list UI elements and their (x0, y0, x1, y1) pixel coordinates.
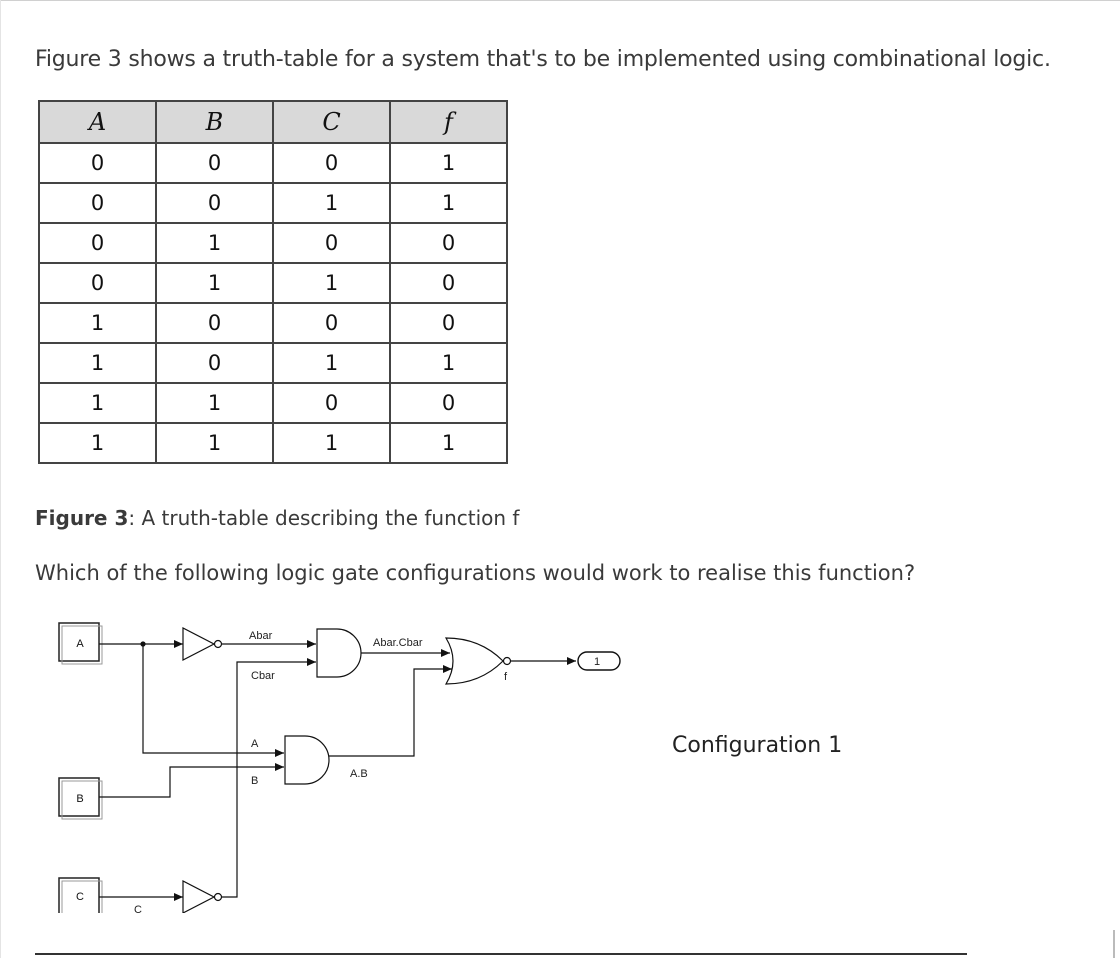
wire-cbar (222, 658, 316, 898)
label-ab: A.B (350, 768, 368, 780)
cell-f: 0 (389, 302, 508, 344)
figure-caption: Figure 3: A truth-table describing the f… (35, 506, 519, 530)
wire-b (99, 763, 284, 798)
cell-f: 1 (389, 142, 508, 184)
left-rule (0, 0, 1, 958)
label-a-signal: A (251, 738, 259, 750)
label-c-signal: C (134, 904, 142, 913)
cell-a: 0 (38, 262, 157, 304)
table-row: 0 0 1 1 (38, 182, 508, 224)
input-block-c: C (58, 877, 103, 913)
cell-b: 0 (155, 182, 274, 224)
top-rule (0, 0, 1120, 1)
cell-f: 1 (389, 182, 508, 224)
configuration-label: Configuration 1 (672, 733, 843, 758)
cell-b: 0 (155, 342, 274, 384)
cell-b: 1 (155, 262, 274, 304)
input-c-label: C (76, 891, 84, 903)
truth-table: A B C f 0 0 0 1 0 0 1 1 0 1 0 0 0 1 1 0 (38, 100, 508, 464)
header-c: C (272, 100, 391, 144)
cell-c: 0 (272, 222, 391, 264)
cell-c: 1 (272, 182, 391, 224)
table-row: 1 1 0 0 (38, 382, 508, 424)
wire-a-to-and2 (142, 644, 284, 757)
input-block-a: A (58, 622, 103, 665)
label-b-signal: B (251, 775, 258, 787)
label-abar: Abar (249, 630, 273, 642)
cell-a: 0 (38, 142, 157, 184)
not-gate-a (182, 627, 216, 661)
wire-ab (329, 665, 452, 757)
intro-text: Figure 3 shows a truth-table for a syste… (35, 47, 1051, 72)
cell-a: 1 (38, 382, 157, 424)
table-row: 1 0 1 1 (38, 342, 508, 384)
truth-table-header-row: A B C f (38, 100, 508, 144)
header-b: B (155, 100, 274, 144)
cell-a: 0 (38, 182, 157, 224)
table-row: 0 0 0 1 (38, 142, 508, 184)
header-f: f (389, 100, 508, 144)
cell-b: 0 (155, 302, 274, 344)
and-gate-2 (284, 735, 330, 785)
caption-text: : A truth-table describing the function … (128, 506, 520, 530)
cell-f: 0 (389, 222, 508, 264)
cell-f: 1 (389, 342, 508, 384)
not-bubble-c (213, 892, 223, 902)
cell-a: 0 (38, 222, 157, 264)
cell-b: 1 (155, 422, 274, 464)
table-row: 1 1 1 1 (38, 422, 508, 464)
label-abar-cbar: Abar.Cbar (373, 637, 423, 649)
cell-a: 1 (38, 422, 157, 464)
bottom-rule (35, 953, 967, 955)
label-cbar: Cbar (251, 670, 275, 682)
cell-f: 0 (389, 382, 508, 424)
not-gate-c (182, 880, 216, 913)
input-b-label: B (76, 793, 83, 805)
or-gate (444, 637, 504, 685)
cell-c: 1 (272, 422, 391, 464)
cell-a: 1 (38, 302, 157, 344)
cell-b: 1 (155, 222, 274, 264)
and-gate-1 (316, 628, 362, 678)
cell-c: 0 (272, 382, 391, 424)
output-port (577, 651, 621, 671)
cell-c: 1 (272, 342, 391, 384)
cell-a: 1 (38, 342, 157, 384)
input-a-label: A (76, 638, 84, 650)
cell-b: 0 (155, 142, 274, 184)
cell-f: 1 (389, 422, 508, 464)
input-block-b: B (58, 777, 103, 820)
label-f: f (504, 671, 508, 683)
caption-label: Figure 3 (35, 506, 129, 530)
output-value: 1 (594, 656, 600, 668)
right-rule (1113, 930, 1115, 958)
question-text: Which of the following logic gate config… (35, 561, 916, 585)
header-a: A (38, 100, 157, 144)
cell-c: 0 (272, 142, 391, 184)
cell-c: 0 (272, 302, 391, 344)
not-bubble-a (213, 639, 223, 649)
or-output-bubble (502, 656, 512, 666)
cell-c: 1 (272, 262, 391, 304)
table-row: 0 1 0 0 (38, 222, 508, 264)
table-row: 0 1 1 0 (38, 262, 508, 304)
logic-circuit-diagram: A B C (58, 622, 621, 913)
cell-b: 1 (155, 382, 274, 424)
cell-f: 0 (389, 262, 508, 304)
table-row: 1 0 0 0 (38, 302, 508, 344)
